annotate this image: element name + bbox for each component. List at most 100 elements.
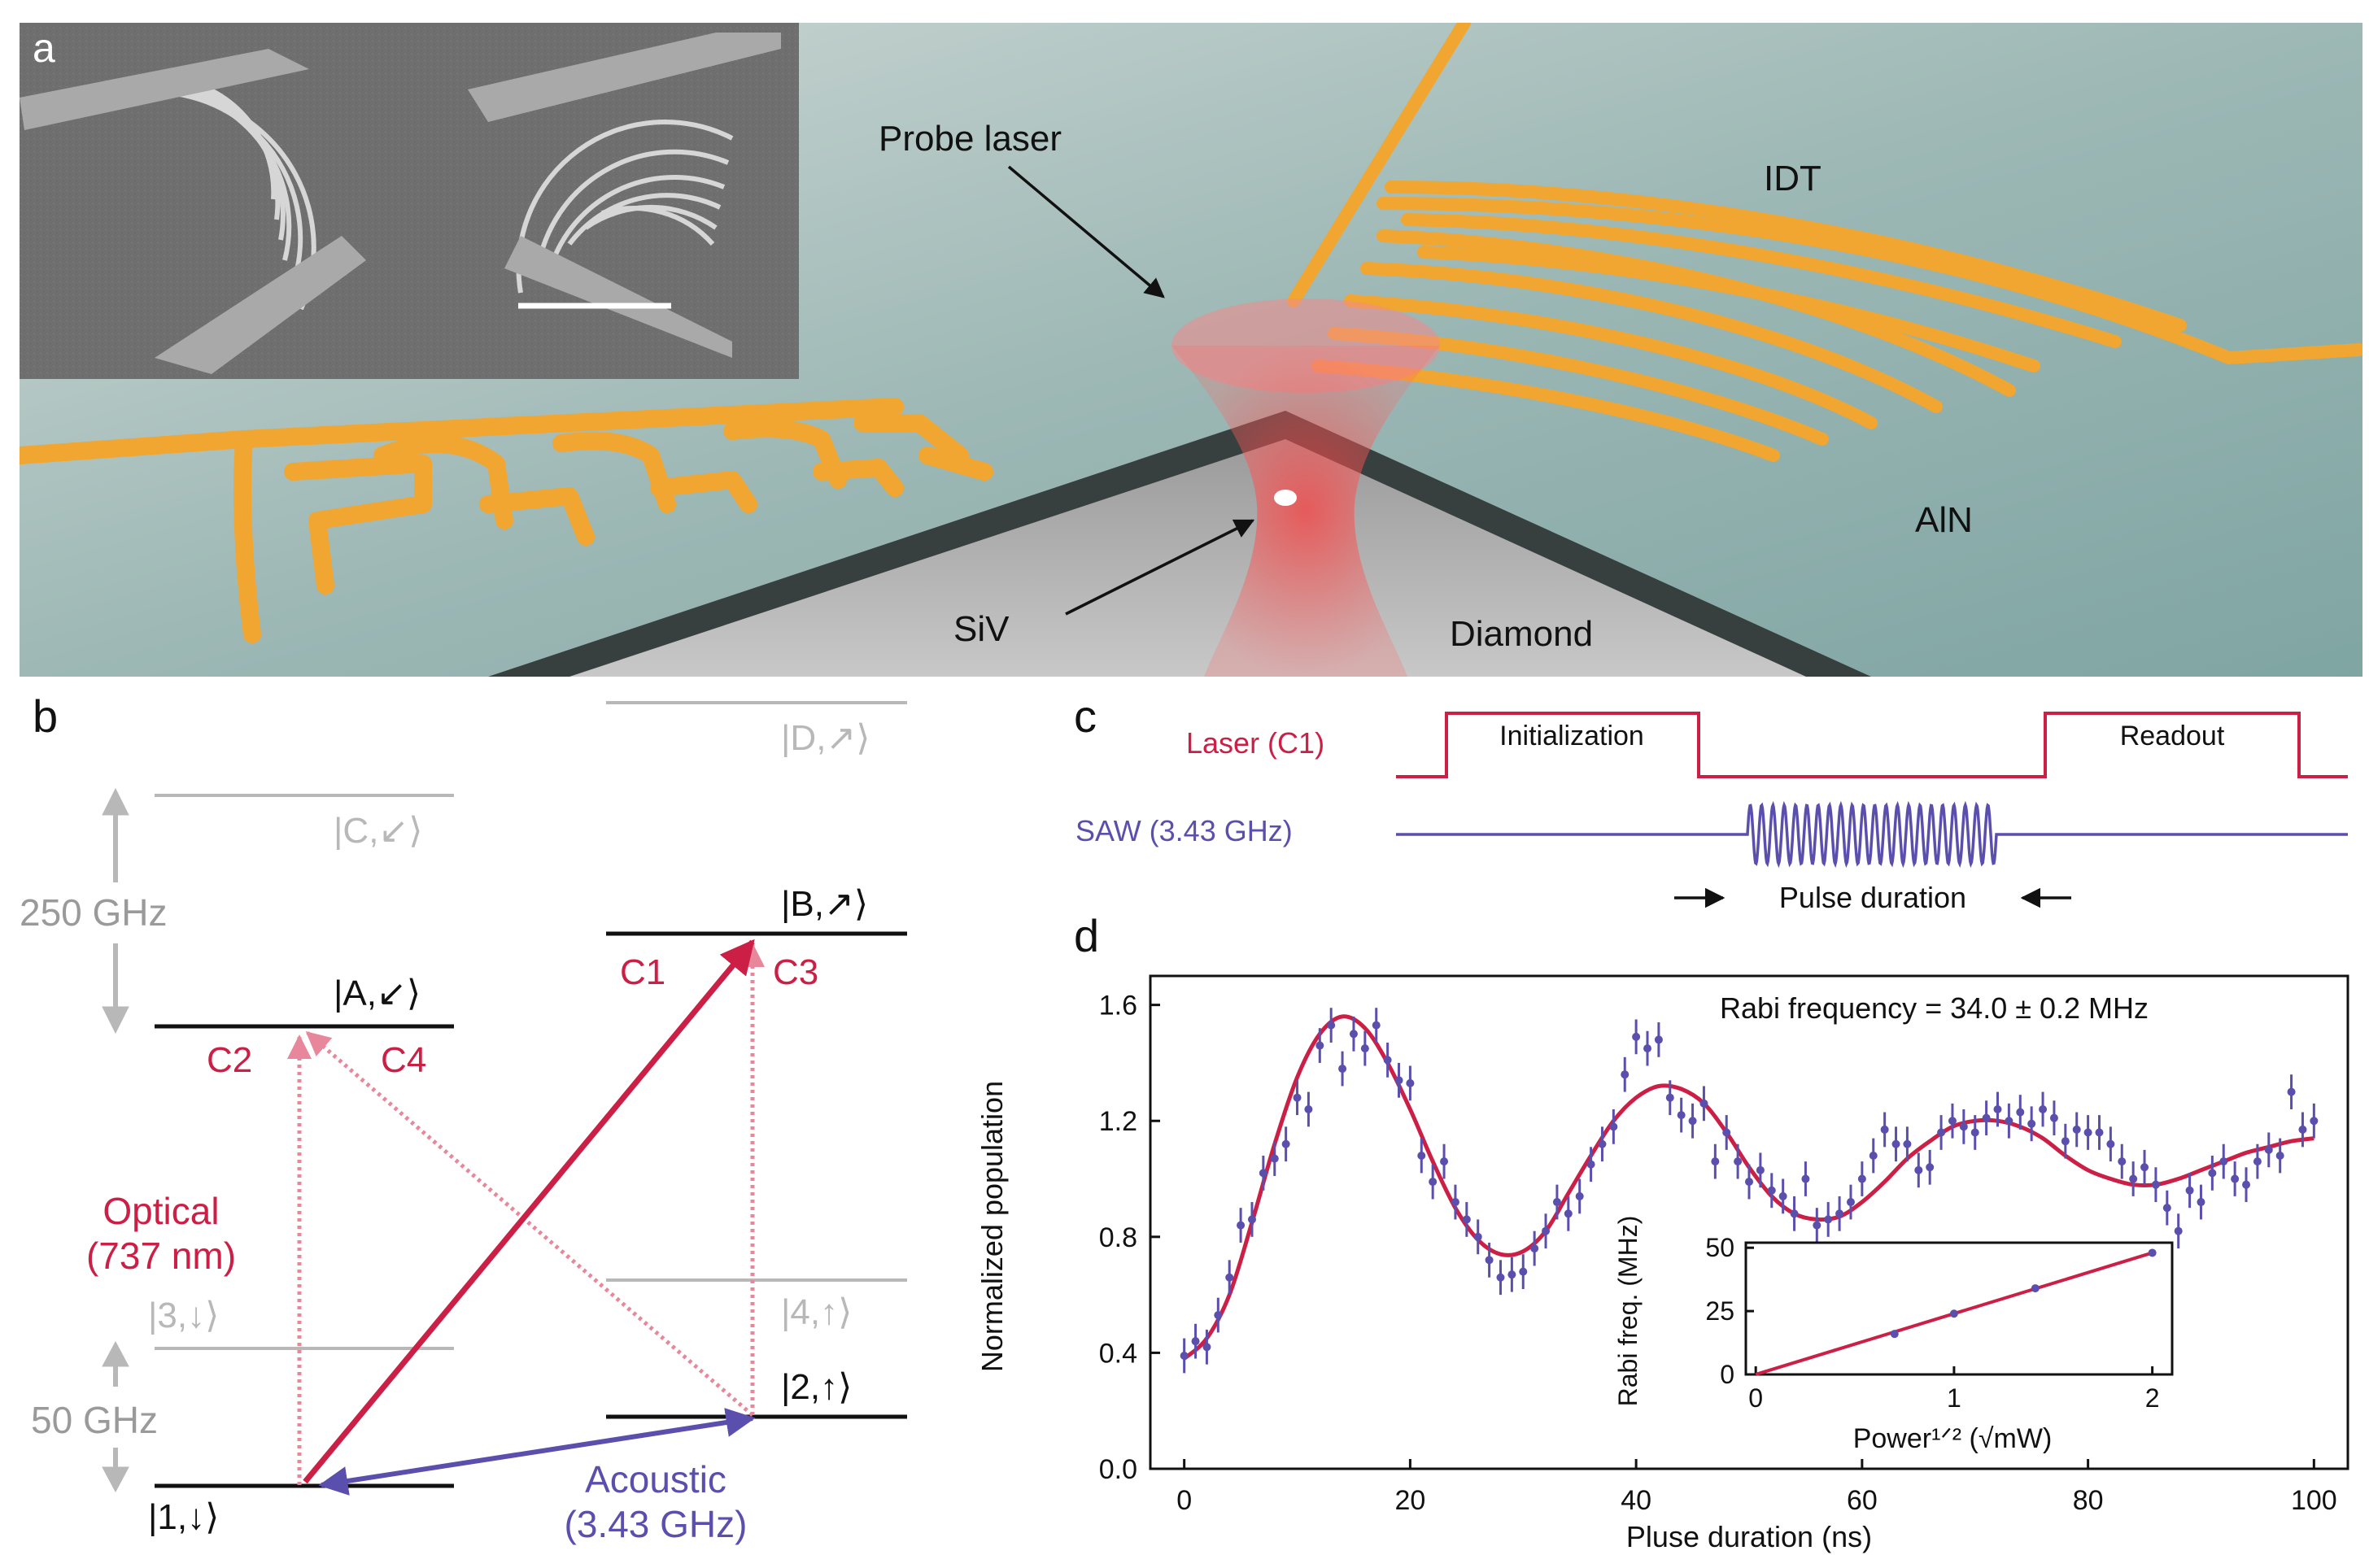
data-point: [1372, 1008, 1381, 1043]
data-point: [1237, 1208, 1246, 1243]
data-point: [1654, 1022, 1663, 1057]
data-marker: [1575, 1191, 1584, 1200]
data-marker: [1394, 1076, 1403, 1085]
sem-inset: [20, 23, 799, 379]
data-point: [1734, 1143, 1743, 1179]
diamond-slab: [569, 439, 1806, 677]
data-point: [1632, 1019, 1641, 1055]
data-marker: [2185, 1186, 2194, 1195]
data-marker: [1214, 1311, 1223, 1320]
data-marker: [1429, 1178, 1438, 1187]
data-marker: [2095, 1128, 2104, 1137]
data-marker: [1247, 1215, 1256, 1224]
data-point: [1394, 1062, 1403, 1098]
data-marker: [1801, 1174, 1810, 1183]
data-marker: [1767, 1186, 1776, 1195]
data-marker: [2005, 1117, 2013, 1126]
c3-label: C3: [773, 952, 818, 992]
data-point: [1214, 1297, 1223, 1333]
inset-points-group: [1890, 1248, 2157, 1339]
data-point: [1767, 1173, 1776, 1209]
data-point: [1542, 1213, 1551, 1249]
data-marker: [2129, 1174, 2138, 1183]
data-point: [1315, 1028, 1324, 1063]
data-point: [1552, 1184, 1561, 1220]
idt-left: [20, 398, 993, 643]
data-marker: [1891, 1139, 1900, 1148]
data-marker: [1542, 1226, 1551, 1235]
data-marker: [1699, 1099, 1708, 1108]
data-point: [2061, 1123, 2070, 1159]
data-point: [2095, 1115, 2104, 1150]
data-point: [1857, 1161, 1866, 1196]
data-marker: [1745, 1178, 1753, 1187]
laser-row-label: Laser (C1): [1186, 726, 1324, 760]
data-marker: [2016, 1108, 2025, 1117]
data-point: [2005, 1103, 2013, 1139]
inset-y-tick-label: 25: [1705, 1296, 1734, 1326]
data-point: [1259, 1156, 1267, 1191]
data-marker: [1586, 1160, 1595, 1169]
label-siv: SiV: [953, 609, 1010, 649]
data-point: [1202, 1329, 1211, 1365]
data-point: [1451, 1184, 1459, 1220]
data-point: [1304, 1091, 1313, 1127]
data-marker: [1519, 1267, 1528, 1276]
data-marker: [1711, 1157, 1720, 1166]
x-tick-label: 0: [1176, 1485, 1192, 1516]
data-point: [1180, 1338, 1189, 1374]
data-marker: [1451, 1198, 1459, 1207]
x-tick-label: 40: [1621, 1485, 1651, 1516]
data-marker: [2083, 1128, 2092, 1137]
data-point: [1383, 1042, 1392, 1078]
data-marker: [1372, 1021, 1381, 1030]
data-point: [1711, 1143, 1720, 1179]
data-point: [1440, 1143, 1449, 1179]
data-point: [1191, 1323, 1200, 1359]
data-marker: [1880, 1125, 1889, 1134]
data-marker: [2039, 1104, 2048, 1113]
data-point: [1801, 1161, 1810, 1196]
data-marker: [1688, 1117, 1697, 1126]
inset-ylabel: Rabi freq. (MHz): [1613, 1216, 1643, 1407]
state-4-label: |4,↑⟩: [781, 1292, 852, 1332]
data-marker: [1315, 1041, 1324, 1050]
inset-frame: [1744, 1241, 2174, 1376]
inset-y-tick-label: 50: [1705, 1233, 1734, 1262]
data-point: [2231, 1161, 2240, 1196]
data-point: [2016, 1095, 2025, 1130]
data-marker: [1937, 1128, 1946, 1137]
gap-50-label: 50 GHz: [31, 1399, 158, 1441]
data-point: [1270, 1141, 1279, 1176]
data-point: [1880, 1112, 1889, 1148]
optical-label-2: (737 nm): [86, 1235, 236, 1277]
data-point: [1519, 1254, 1528, 1289]
data-marker: [1202, 1343, 1211, 1352]
data-marker: [1993, 1104, 2002, 1113]
data-marker: [1383, 1056, 1392, 1065]
data-marker: [1857, 1174, 1866, 1183]
data-point: [2310, 1103, 2319, 1139]
data-point: [1722, 1115, 1731, 1150]
data-marker: [1959, 1122, 1968, 1131]
data-point: [1914, 1152, 1923, 1188]
data-point: [1462, 1202, 1471, 1237]
laser-pulse-trace: [1396, 712, 2348, 778]
data-marker: [2151, 1180, 2160, 1189]
data-point: [2039, 1091, 2048, 1127]
data-marker: [2072, 1125, 2081, 1134]
data-marker: [1846, 1198, 1855, 1207]
data-marker: [1869, 1152, 1878, 1161]
data-point: [1959, 1108, 1968, 1144]
data-marker: [1338, 1065, 1347, 1074]
data-marker: [1643, 1044, 1652, 1053]
label-idt: IDT: [1764, 159, 1821, 198]
data-marker: [1824, 1215, 1833, 1224]
data-point: [1349, 1016, 1358, 1052]
data-point: [1293, 1080, 1302, 1116]
gap-arrow-50: [102, 1340, 129, 1493]
transition-acoustic: [318, 1408, 756, 1496]
